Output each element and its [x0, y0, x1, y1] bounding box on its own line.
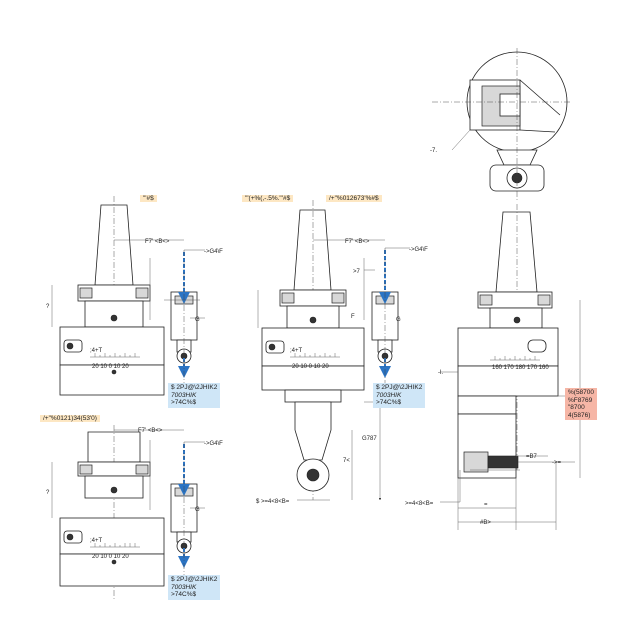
mark-g-mid: G	[396, 317, 401, 323]
view-top-left	[51, 196, 205, 396]
dim-right-bottom-a: >=4<8<B=	[405, 501, 434, 507]
spec-tag-red-line2: %F8769	[568, 396, 593, 404]
plate-bottom: ;4+T	[90, 538, 103, 544]
dim-right-small: =	[484, 502, 488, 508]
dim-g4f-mid: ->G4\F	[409, 247, 428, 253]
dim-right-top: -7.	[430, 148, 437, 154]
mark-f-mid: F	[351, 314, 355, 320]
spec-tag-red: %(58700 %F8769 "8700 4(5876)	[565, 388, 598, 420]
spec-tag-mid-line2: 7003HIK	[376, 391, 402, 399]
spec-tag-left-line2: 7003HIK	[171, 391, 197, 399]
scale-left: 20 10 0 10 20	[92, 364, 129, 370]
mark-g-bottom: G	[195, 507, 200, 513]
view-bottom-left	[51, 425, 205, 600]
dim-7c: 7<	[343, 458, 350, 464]
spec-tag-left: $ 2PJ@\2JHIK2 7003HIK >74C%$	[168, 383, 221, 408]
scale-bottom: 20 10 0 10 20	[92, 554, 129, 560]
dim-f7-bottom: F7' <B<>	[138, 428, 163, 434]
title-tag-top-mid-a: '"(+%(,-.5%."'#$	[242, 195, 294, 202]
dim-f7-mid: F7' <B<>	[345, 239, 370, 245]
view-top-middle	[257, 200, 410, 501]
spec-tag-red-line1: %(58700	[568, 389, 595, 396]
dim-right-b7: =B7	[526, 454, 538, 460]
mark-g-left: G	[195, 317, 200, 323]
mark-gt7-mid: >7	[353, 269, 361, 275]
dim-g787: G787	[362, 436, 377, 442]
dim-right-bottom-b: #B>	[480, 520, 491, 526]
spec-tag-bottom-line2: 7003HIK	[171, 583, 197, 591]
spec-tag-red-line4: 4(5876)	[568, 411, 591, 419]
taper-shank-mid	[293, 209, 332, 291]
spec-tag-bottom: $ 2PJ@\2JHIK2 7003HIK >74C%$	[168, 575, 221, 600]
view-detail-circle	[432, 48, 570, 200]
dim-right-arrow: ->=	[552, 460, 562, 466]
scale-right: 160 170 180 170 160	[492, 365, 549, 371]
title-tag-top-left: "'#$	[140, 195, 157, 202]
spec-tag-left-line3: >74C%$	[171, 399, 197, 406]
dim-f7-left: F7' <B<>	[145, 239, 170, 245]
view-right-side	[440, 204, 581, 530]
dim-right-l: -l.	[438, 370, 443, 376]
scale-mid: 20 10 0 10 20	[292, 364, 329, 370]
spec-tag-mid: $ 2PJ@\2JHIK2 7003HIK >74C%$	[373, 383, 426, 408]
title-tag-top-mid-b: /+"%012673'%#$	[326, 195, 382, 202]
dim-left-h: ?	[46, 304, 50, 310]
spec-tag-mid-line3: >74C%$	[376, 399, 402, 406]
spec-tag-bottom-line1: $ 2PJ@\2JHIK2	[171, 576, 218, 583]
spec-tag-left-line1: $ 2PJ@\2JHIK2	[171, 384, 218, 391]
dim-bottom-h: ?	[46, 490, 50, 496]
dim-g4f-left: ->G4\F	[204, 249, 223, 255]
spec-tag-mid-line1: $ 2PJ@\2JHIK2	[376, 384, 423, 391]
spec-tag-bottom-line3: >74C%$	[171, 591, 197, 598]
dim-g4f-bottom: ->G4\F	[204, 441, 223, 447]
title-tag-bottom-left: /+"%0121)34(53'0)	[40, 415, 100, 422]
plate-mid: ;4+T	[290, 348, 303, 354]
taper-shank-right	[495, 211, 538, 293]
plate-left: ;4+T	[90, 348, 103, 354]
dim-bottom-mid: $ >=4<8<B=	[256, 499, 290, 505]
spec-tag-red-line3: "8700	[568, 404, 585, 411]
